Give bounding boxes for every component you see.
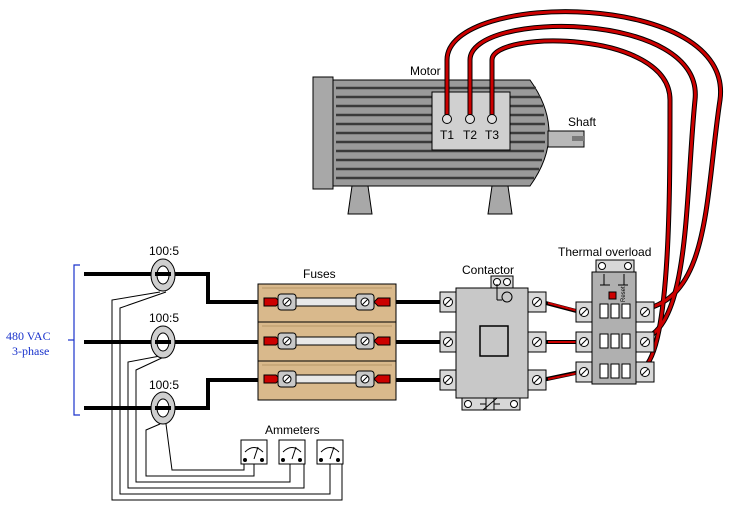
fuse-2 bbox=[263, 332, 391, 350]
ammeters-label: Ammeters bbox=[265, 423, 320, 437]
ammeter-3 bbox=[316, 439, 344, 465]
ammeter-2 bbox=[278, 439, 306, 465]
shaft-label: Shaft bbox=[568, 115, 597, 129]
thermal-overload-label: Thermal overload bbox=[558, 245, 651, 259]
contactor bbox=[439, 275, 547, 411]
supply-phase-label: 3-phase bbox=[12, 344, 49, 358]
ct-1-ratio: 100:5 bbox=[149, 244, 179, 258]
fuses-label: Fuses bbox=[303, 267, 336, 281]
ct-1 bbox=[150, 258, 176, 292]
supply-voltage-label: 480 VAC bbox=[6, 329, 51, 343]
thermal-overload bbox=[575, 259, 655, 385]
reset-label: Reset bbox=[621, 286, 627, 302]
current-transformers bbox=[150, 258, 176, 425]
motor-terminals bbox=[442, 114, 497, 124]
ct-secondary-wiring bbox=[111, 291, 343, 501]
ct-2 bbox=[150, 325, 176, 359]
motor-foot-right bbox=[487, 185, 513, 215]
terminal-t2-label: T2 bbox=[463, 128, 477, 142]
contactor-to-overload-wires bbox=[547, 302, 579, 380]
fuse-3 bbox=[263, 370, 391, 388]
ammeter-1 bbox=[240, 439, 268, 465]
motor-end-bell bbox=[312, 76, 334, 190]
shaft-keyway bbox=[572, 136, 584, 141]
terminal-t3-label: T3 bbox=[485, 128, 499, 142]
motor-lead-wires bbox=[445, 10, 722, 372]
ct-3-ratio: 100:5 bbox=[149, 378, 179, 392]
ct-3 bbox=[150, 391, 176, 425]
terminal-t3-screw bbox=[487, 114, 497, 124]
fuse-1 bbox=[263, 293, 391, 311]
ct-2-ratio: 100:5 bbox=[149, 311, 179, 325]
ammeters bbox=[240, 439, 344, 465]
terminal-t1-screw bbox=[442, 114, 452, 124]
supply-bracket bbox=[68, 264, 80, 416]
motor bbox=[312, 76, 585, 215]
motor-label: Motor bbox=[410, 64, 441, 78]
terminal-t1-label: T1 bbox=[440, 128, 454, 142]
overload-reset-button bbox=[608, 291, 617, 300]
terminal-t2-screw bbox=[465, 114, 475, 124]
motor-foot-left bbox=[347, 185, 373, 215]
contactor-label: Contactor bbox=[462, 263, 514, 277]
